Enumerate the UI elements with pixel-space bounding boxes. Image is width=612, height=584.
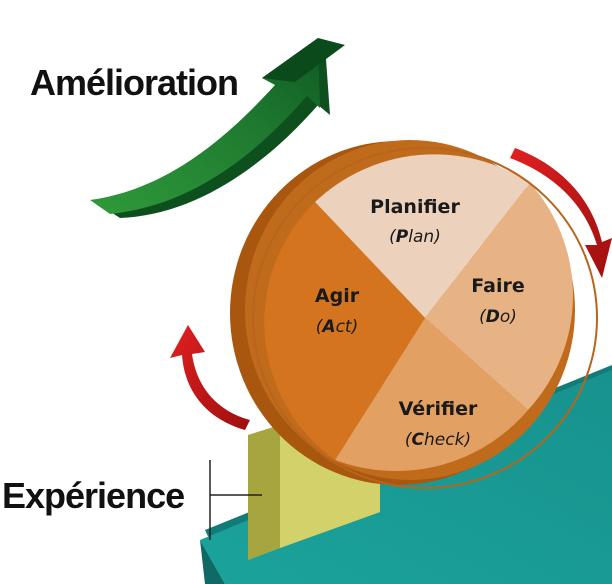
improvement-label: Amélioration	[30, 62, 238, 103]
act-subtitle: (Act)	[316, 317, 358, 337]
act-title: Agir	[315, 285, 360, 307]
quadrant-do	[425, 183, 573, 410]
check-title: Vérifier	[399, 398, 478, 420]
plan-title: Planifier	[370, 196, 460, 218]
quadrant-plan	[315, 154, 530, 318]
rotation-arrow-left-icon	[170, 325, 250, 430]
experience-bracket	[209, 460, 262, 540]
check-subtitle: (Check)	[405, 430, 471, 450]
improvement-arrow-icon	[90, 38, 345, 218]
rotation-arrow-right-icon	[510, 148, 612, 278]
quadrant-check	[335, 318, 528, 472]
experience-label: Expérience	[2, 475, 184, 516]
plan-subtitle: (Plan)	[389, 227, 441, 247]
do-subtitle: (Do)	[479, 307, 517, 327]
wheel-face	[252, 147, 598, 489]
do-title: Faire	[471, 275, 524, 297]
quadrant-act	[264, 202, 425, 460]
